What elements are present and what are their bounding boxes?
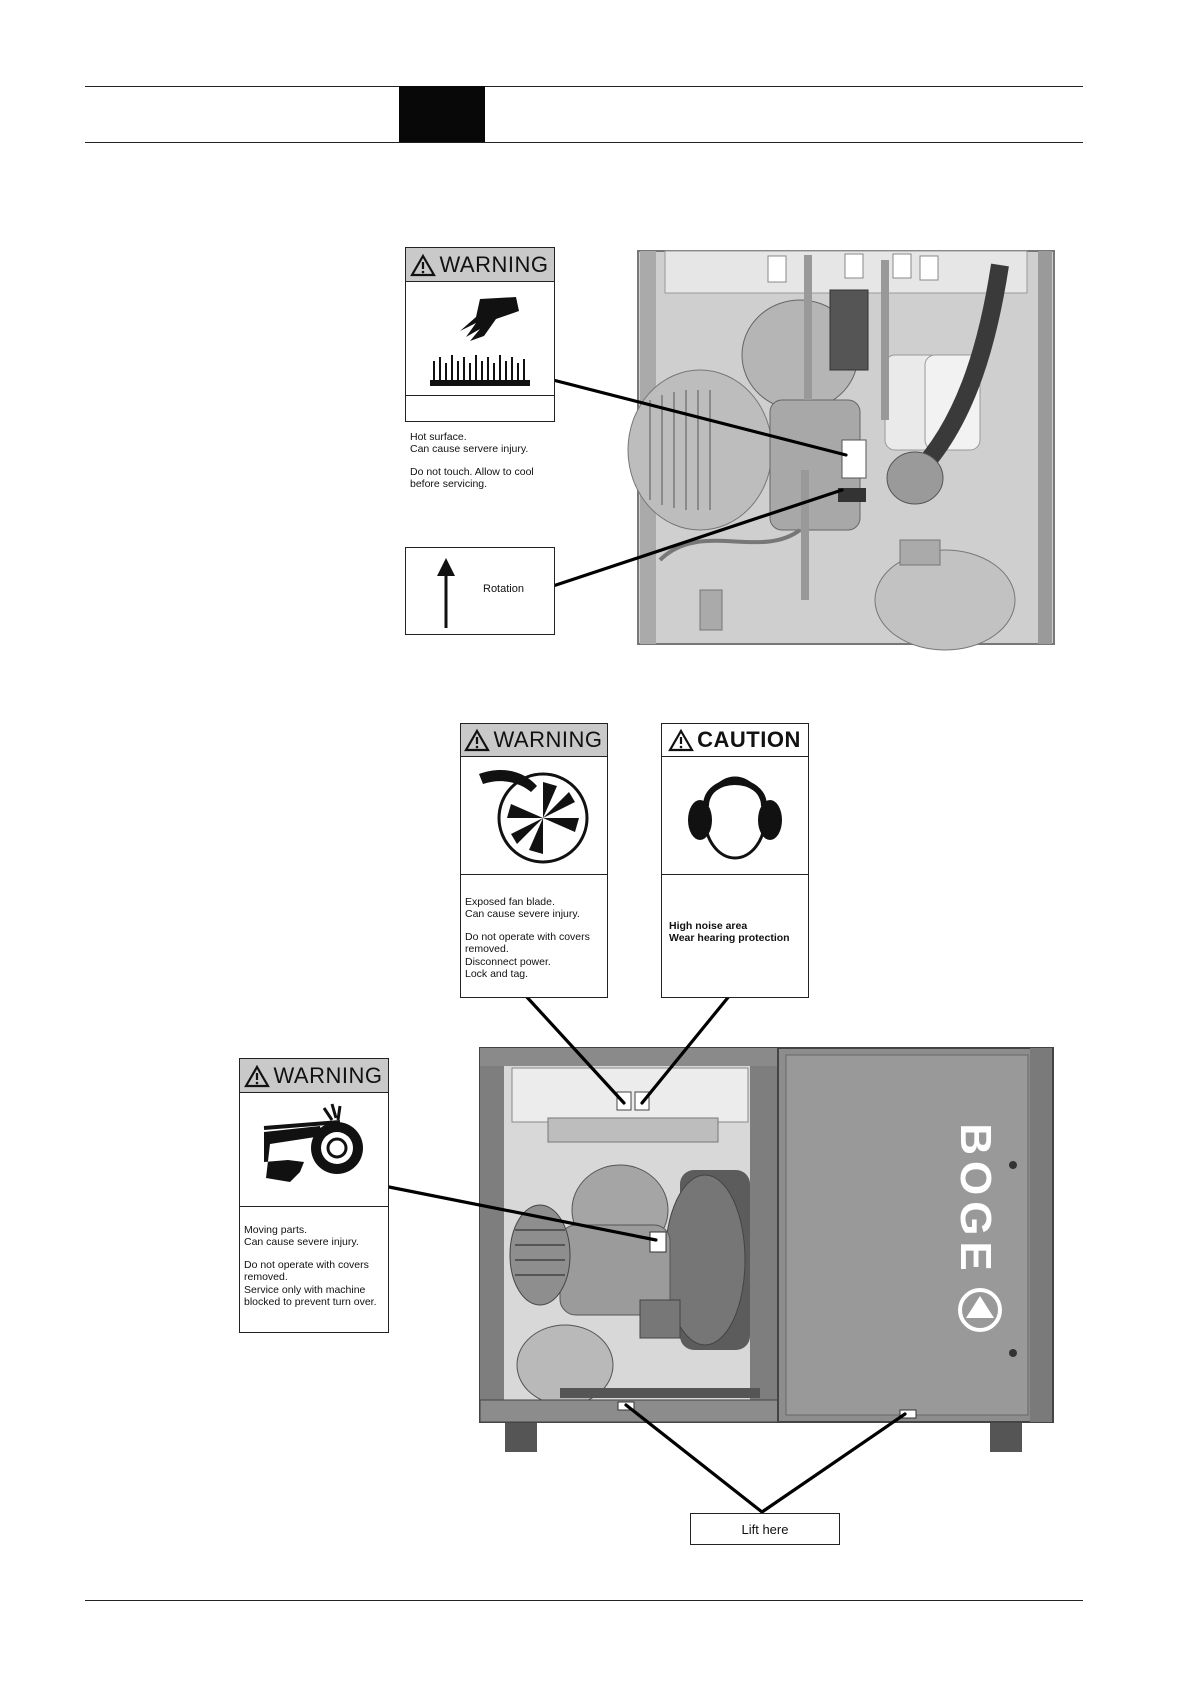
sign-text: High noise area Wear hearing protection xyxy=(669,920,804,945)
sign-line: Can cause servere injury. xyxy=(410,443,529,456)
header-rule-bottom xyxy=(85,142,1083,143)
lift-here-label: Lift here xyxy=(690,1513,840,1545)
sign-text: Exposed fan blade. Can cause severe inju… xyxy=(465,896,603,980)
sign-pictogram xyxy=(461,756,607,875)
hearing-protection-icon xyxy=(688,776,782,860)
sign-line: before servicing. xyxy=(410,478,488,491)
sign-line: Service only with machine xyxy=(244,1283,366,1296)
rotation-text: Rotation xyxy=(483,583,524,595)
warning-sign-fan-blade: WARNING Exposed fan blade. Can cause sev… xyxy=(460,723,608,998)
belt-pinch-hand-icon xyxy=(263,1103,363,1182)
fan-blade-hand-icon xyxy=(479,770,589,864)
warning-sign-hot-surface: WARNING Hot surface. Can cause servere i… xyxy=(405,247,555,490)
sign-pictogram xyxy=(662,756,808,875)
rotation-label: Rotation xyxy=(405,547,555,635)
footer-rule xyxy=(85,1600,1083,1601)
sign-header: CAUTION xyxy=(662,724,808,757)
sign-line: High noise area xyxy=(669,920,748,932)
sign-line: Do not touch. Allow to cool xyxy=(410,465,534,478)
sign-header: WARNING xyxy=(406,248,554,282)
sign-line: Lock and tag. xyxy=(465,968,529,981)
caution-sign-noise: CAUTION High noise area Wear hearing pro… xyxy=(661,723,809,998)
sign-line: Can cause severe injury. xyxy=(244,1236,359,1249)
sign-text: Moving parts. Can cause severe injury. D… xyxy=(244,1224,384,1308)
warning-triangle-icon xyxy=(464,728,491,752)
sign-header-text: WARNING xyxy=(439,251,549,277)
sign-text: Hot surface. Can cause servere injury. D… xyxy=(410,431,550,491)
sign-line: Hot surface. xyxy=(410,431,467,443)
sign-line: Do not operate with covers xyxy=(465,930,590,943)
sign-pictogram xyxy=(240,1092,388,1207)
warning-triangle-icon xyxy=(244,1064,271,1087)
arrow-up-icon xyxy=(437,558,455,628)
lift-here-text: Lift here xyxy=(741,1521,789,1537)
sign-line: Moving parts. xyxy=(244,1224,308,1236)
sign-line: removed. xyxy=(465,943,509,956)
warning-triangle-icon xyxy=(410,253,437,276)
sign-header: WARNING xyxy=(240,1059,388,1093)
sign-line: blocked to prevent turn over. xyxy=(244,1296,377,1309)
sign-header-text: CAUTION xyxy=(697,727,801,752)
boge-logo-text: BOGE xyxy=(951,1123,1000,1277)
sign-header-text: WARNING xyxy=(273,1062,383,1088)
header-black-tab xyxy=(399,86,485,142)
sign-line: Do not operate with covers xyxy=(244,1258,369,1271)
header-rule-top xyxy=(85,86,1083,87)
warning-sign-moving-parts: WARNING Moving parts. Can cause severe i… xyxy=(239,1058,389,1333)
sign-line: Wear hearing protection xyxy=(669,932,790,945)
sign-header-text: WARNING xyxy=(493,727,603,752)
sign-line: removed. xyxy=(244,1271,288,1284)
hot-surface-hand-icon xyxy=(430,297,530,386)
sign-line: Disconnect power. xyxy=(465,955,551,968)
sign-header: WARNING xyxy=(461,724,607,757)
sign-line: Can cause severe injury. xyxy=(465,908,580,921)
sign-pictogram xyxy=(406,281,554,396)
sign-line: Exposed fan blade. xyxy=(465,896,555,908)
warning-triangle-icon xyxy=(668,728,695,752)
